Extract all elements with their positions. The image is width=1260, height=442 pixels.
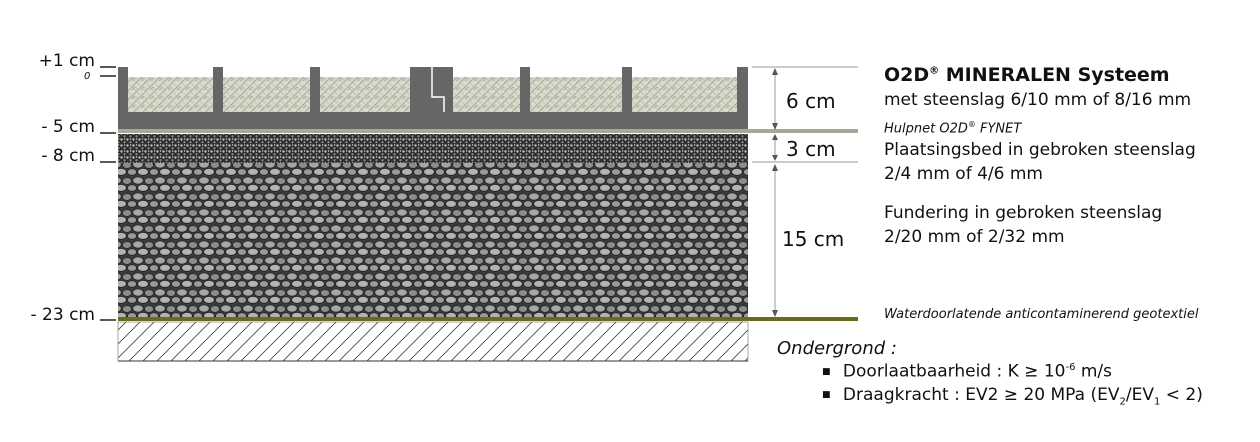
plate-rib xyxy=(302,67,328,129)
subsoil-title: Ondergrond : xyxy=(777,338,897,359)
system-subtitle: met steenslag 6/10 mm of 8/16 mm xyxy=(884,90,1192,110)
level-minus8: - 8 cm xyxy=(41,146,95,166)
dimension-arrows xyxy=(772,68,778,317)
subsoil-bearing: Draagkracht : EV2 ≥ 20 MPa (EV2/EV1 < 2) xyxy=(822,387,1203,407)
plate-rib xyxy=(205,67,231,129)
bed-line2: 2/4 mm of 4/6 mm xyxy=(884,164,1043,184)
subsoil-layer xyxy=(117,321,749,362)
thickness-foundation: 15 cm xyxy=(782,227,845,251)
net-label: Hulpnet O2D® FYNET xyxy=(884,120,1022,137)
foundation-line1: Fundering in gebroken steenslag xyxy=(884,203,1163,223)
foundation-line2: 2/20 mm of 2/32 mm xyxy=(884,227,1065,247)
plate-joint xyxy=(431,67,445,112)
dimension-lines xyxy=(752,66,858,316)
bedding-layer xyxy=(118,134,748,163)
level-plus1: +1 cm xyxy=(38,51,95,71)
level-zero: 0 xyxy=(84,71,91,82)
plate-grid xyxy=(118,67,748,129)
geotextile-label: Waterdoorlatende anticontaminerend geote… xyxy=(884,307,1199,322)
thickness-bed: 3 cm xyxy=(786,137,836,161)
system-title: O2D® MINERALEN Systeem xyxy=(884,64,1170,86)
plate-connector xyxy=(403,67,461,129)
level-ticks xyxy=(100,66,116,321)
plate-rib xyxy=(512,67,538,129)
level-minus23: - 23 cm xyxy=(30,305,95,325)
foundation-layer xyxy=(118,163,748,318)
subsoil-permeability: Doorlaatbaarheid : K ≥ 10-6 m/s xyxy=(822,363,1112,381)
bed-line1: Plaatsingsbed in gebroken steenslag xyxy=(884,140,1196,160)
level-minus5: - 5 cm xyxy=(41,117,95,137)
thickness-top: 6 cm xyxy=(786,89,836,113)
plate-rib xyxy=(614,67,640,129)
